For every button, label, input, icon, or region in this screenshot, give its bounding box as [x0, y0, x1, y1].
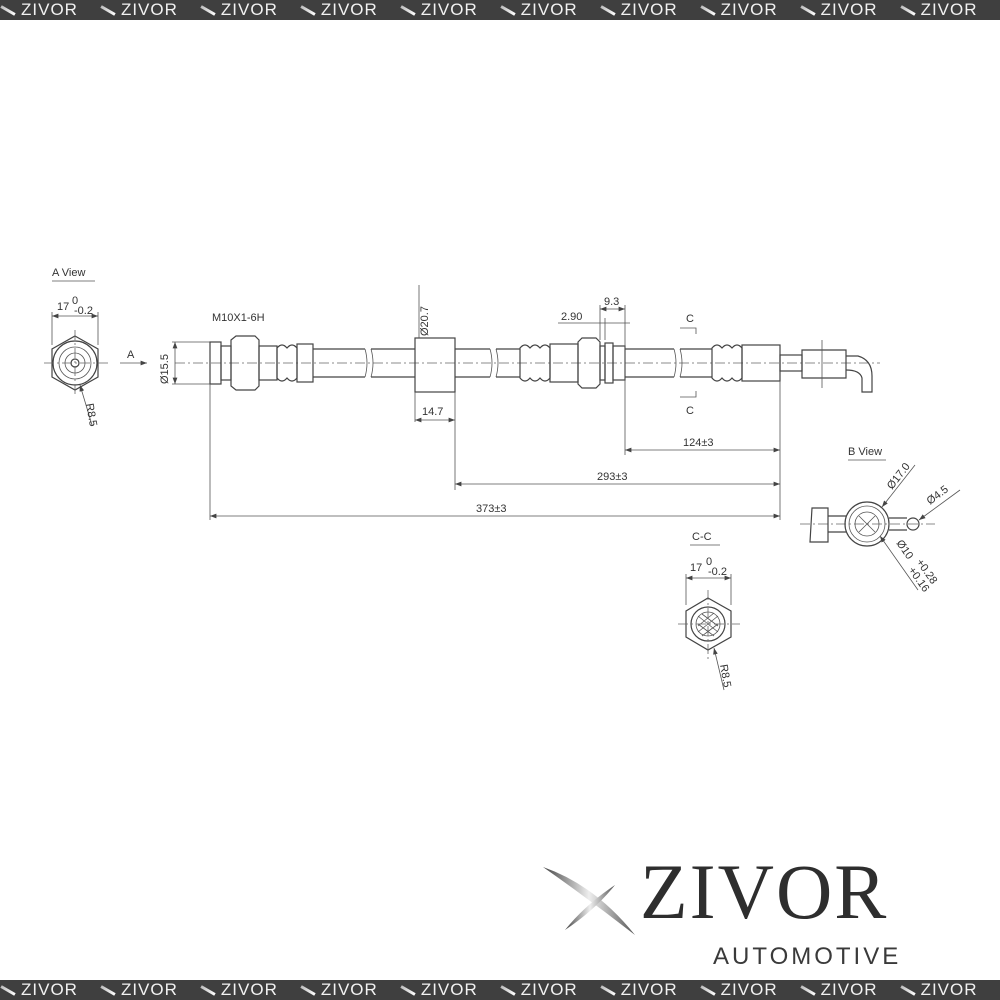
a-view-width: 17 [57, 301, 69, 313]
watermark-item: ZIVOR [400, 980, 478, 1000]
watermark-item: ZIVOR [500, 0, 578, 20]
watermark-item: ZIVOR [0, 0, 78, 20]
watermark-text: ZIVOR [520, 0, 578, 19]
watermark-text: ZIVOR [120, 0, 178, 19]
watermark-text: ZIVOR [420, 980, 478, 999]
watermark-text: ZIVOR [320, 0, 378, 19]
cc-view-tol-upper: 0 [706, 556, 712, 568]
watermark-item: ZIVOR [899, 0, 978, 20]
a-view-tol-upper: 0 [72, 295, 78, 307]
watermark-text: ZIVOR [820, 0, 878, 19]
b-view: B View Ø17.0 Ø4.5 Ø10 +0.28 +0.16 [800, 446, 961, 595]
cc-view-title: C-C [692, 531, 712, 543]
watermark-text: ZIVOR [21, 980, 78, 999]
b-view-bore-diameter: Ø10 [894, 538, 916, 562]
b-view-outer-diameter: Ø17.0 [885, 461, 913, 492]
watermark-text: ZIVOR [220, 0, 278, 19]
watermark-text: ZIVOR [120, 980, 178, 999]
watermark-item: ZIVOR [200, 0, 278, 20]
dim-124: 124±3 [683, 437, 714, 449]
cc-view-tol-lower: -0.2 [708, 566, 727, 578]
watermark-item: ZIVOR [0, 980, 78, 1000]
brand-subtitle: AUTOMOTIVE [713, 943, 902, 970]
b-view-title: B View [848, 446, 882, 458]
watermark-text: ZIVOR [420, 0, 478, 19]
watermark-item: ZIVOR [100, 980, 178, 1000]
watermark-item: ZIVOR [400, 0, 478, 20]
section-c-bottom: C [686, 405, 694, 417]
a-view-radius: R8.5 [83, 402, 99, 427]
dim-9-3: 9.3 [604, 296, 619, 308]
watermark-item: ZIVOR [799, 980, 878, 1000]
watermark-item: ZIVOR [200, 980, 278, 1000]
watermark-band-top: ZIVOR ZIVOR ZIVOR ZIVOR ZIVOR ZIVOR ZIVOR ZIVOR… [0, 0, 1000, 20]
watermark-item: ZIVOR [699, 980, 778, 1000]
watermark-item: ZIVOR [899, 980, 978, 1000]
watermark-item: ZIVOR [500, 980, 578, 1000]
zivor-logo: ZIVOR AUTOMOTIVE [535, 848, 985, 975]
thread-spec: M10X1-6H [212, 312, 265, 324]
collar-diameter: Ø20.7 [419, 306, 431, 336]
watermark-item: ZIVOR [100, 0, 178, 20]
watermark-text: ZIVOR [220, 980, 278, 999]
hose-collar [414, 337, 456, 393]
main-view: M10X1-6H Ø15.5 Ø20.7 14.7 9.3 [159, 285, 880, 520]
watermark-band-bottom: ZIVOR ZIVOR ZIVOR ZIVOR ZIVOR ZIVOR ZIVOR ZIVOR… [0, 980, 1000, 1000]
watermark-text: ZIVOR [820, 980, 878, 999]
watermark-text: ZIVOR [620, 0, 678, 19]
collar-width: 14.7 [422, 406, 443, 418]
watermark-text: ZIVOR [720, 980, 778, 999]
fitting-diameter: Ø15.5 [159, 354, 171, 384]
watermark-text: ZIVOR [620, 980, 678, 999]
cc-view-width: 17 [690, 562, 702, 574]
watermark-text: ZIVOR [920, 0, 978, 19]
watermark-item: ZIVOR [799, 0, 878, 20]
watermark-item: ZIVOR [699, 0, 778, 20]
view-a-label: A [127, 349, 135, 361]
watermark-text: ZIVOR [21, 0, 78, 19]
a-view-tol-lower: -0.2 [74, 305, 93, 317]
watermark-text: ZIVOR [520, 980, 578, 999]
dim-293: 293±3 [597, 471, 628, 483]
watermark-text: ZIVOR [320, 980, 378, 999]
watermark-item: ZIVOR [600, 980, 678, 1000]
section-c-top: C [686, 313, 694, 325]
brand-name: ZIVOR [640, 848, 889, 935]
watermark-text: ZIVOR [920, 980, 978, 999]
watermark-item: ZIVOR [300, 0, 378, 20]
cc-view: C-C 17 0 -0.2 R8.5 [678, 531, 740, 691]
cc-view-radius: R8.5 [717, 663, 733, 688]
dim-2-90: 2.90 [561, 311, 582, 323]
a-view-title: A View [52, 267, 85, 279]
watermark-item: ZIVOR [300, 980, 378, 1000]
a-view: A View 17 0 -0.2 R8.5 A [44, 267, 147, 427]
b-view-pin-diameter: Ø4.5 [925, 483, 951, 507]
watermark-text: ZIVOR [720, 0, 778, 19]
watermark-item: ZIVOR [600, 0, 678, 20]
zivor-x-mark-icon [543, 867, 635, 935]
dim-373: 373±3 [476, 503, 507, 515]
